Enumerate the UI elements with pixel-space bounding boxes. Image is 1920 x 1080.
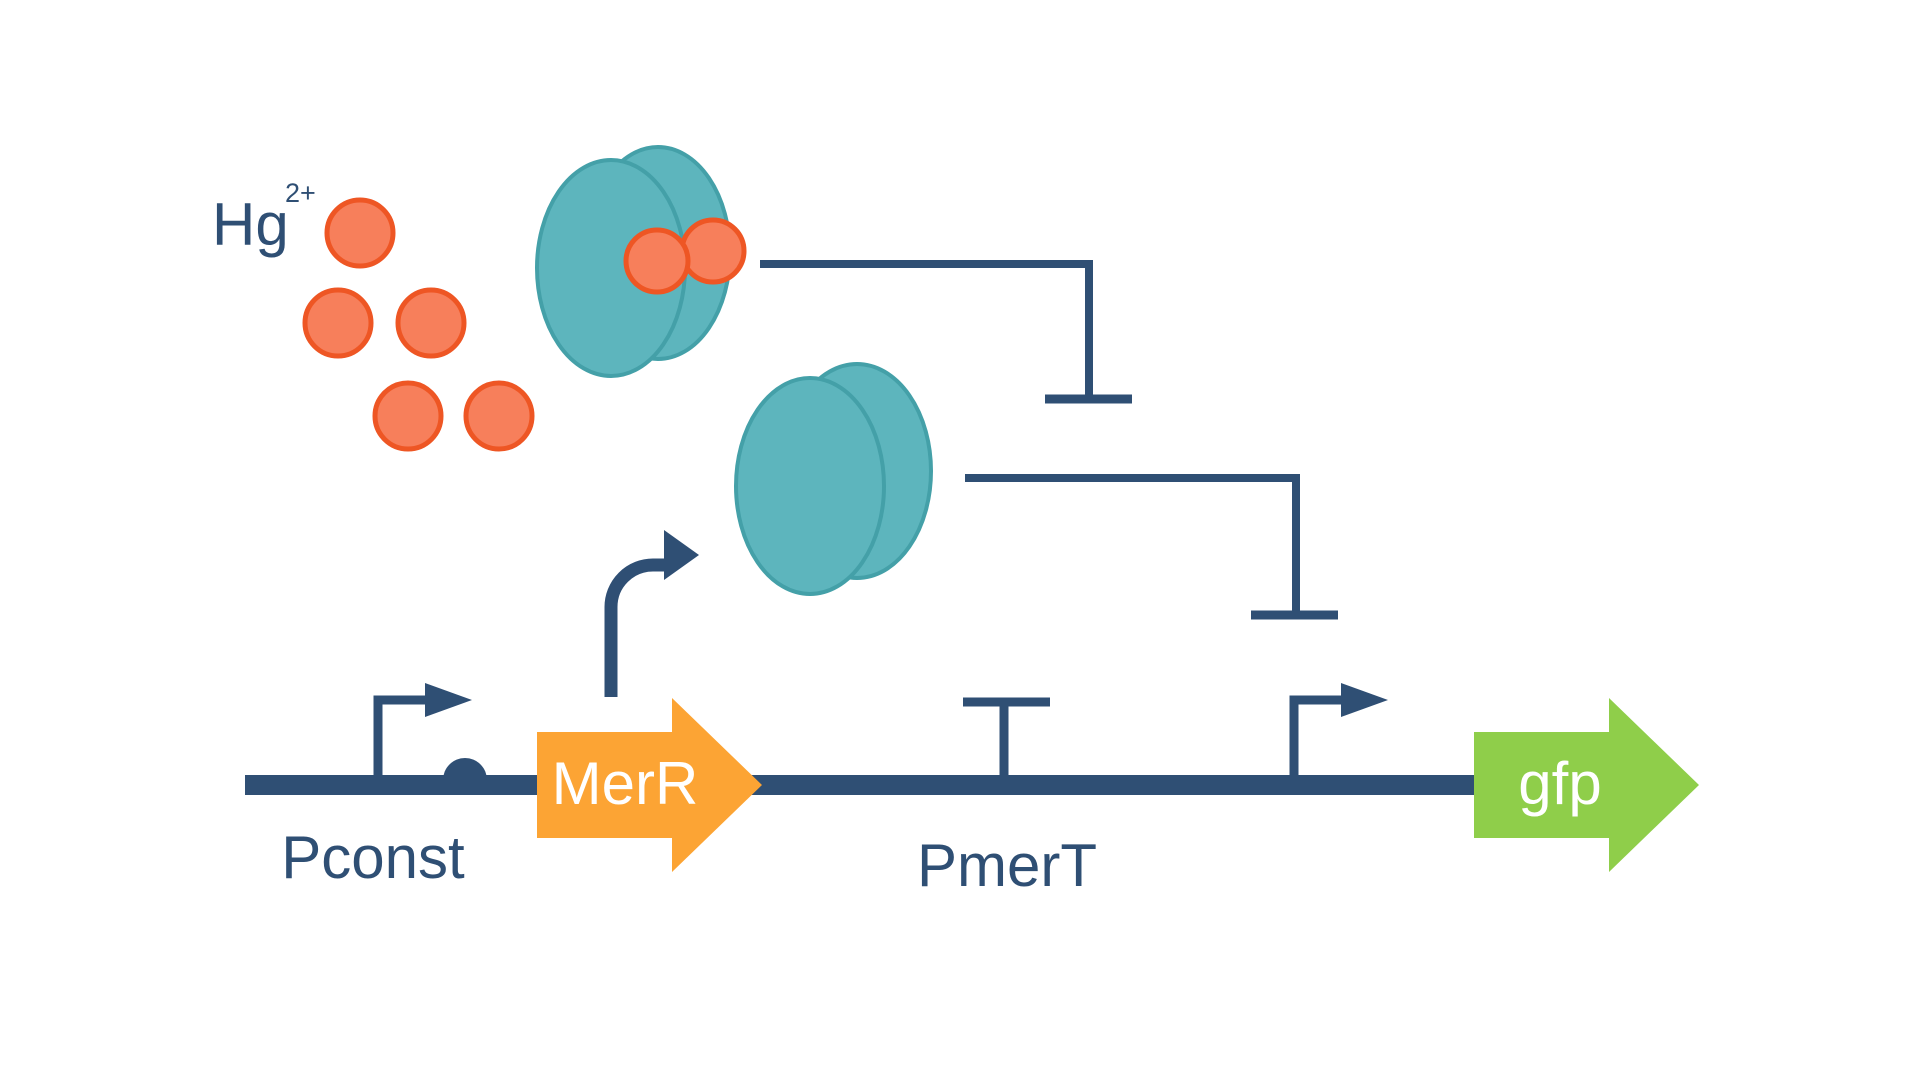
hg-ion bbox=[463, 380, 535, 452]
hg-ion-charge: 2+ bbox=[285, 178, 316, 208]
gfp-gene-arrow bbox=[1474, 698, 1699, 872]
merr-inhibition-line bbox=[965, 474, 1338, 620]
merr-gene-arrow bbox=[537, 698, 762, 872]
pconst-promoter-arrow bbox=[373, 683, 472, 780]
hg-ion bbox=[372, 380, 444, 452]
hg-ion bbox=[324, 197, 396, 269]
hg-ion bbox=[395, 287, 467, 359]
gfp-gene-label: gfp bbox=[1518, 750, 1601, 817]
rbs-icon bbox=[443, 758, 487, 780]
hg-ion bbox=[302, 287, 374, 359]
expression-arrow bbox=[604, 530, 699, 697]
hg-merr-inhibition-line bbox=[760, 260, 1132, 404]
merr-hg-bound-dimer bbox=[535, 145, 747, 378]
free-hg-ions bbox=[302, 197, 535, 452]
pmert-operator-icon bbox=[963, 697, 1050, 780]
bound-hg-ion bbox=[679, 217, 747, 285]
hg-ion-label: Hg bbox=[212, 191, 289, 258]
pmert-promoter-arrow bbox=[1289, 683, 1388, 780]
merr-gene-label: MerR bbox=[552, 750, 699, 817]
merr-free-dimer bbox=[734, 362, 933, 596]
bound-hg-ion bbox=[623, 227, 691, 295]
pconst-label: Pconst bbox=[281, 824, 465, 891]
pmert-label: PmerT bbox=[917, 832, 1097, 899]
